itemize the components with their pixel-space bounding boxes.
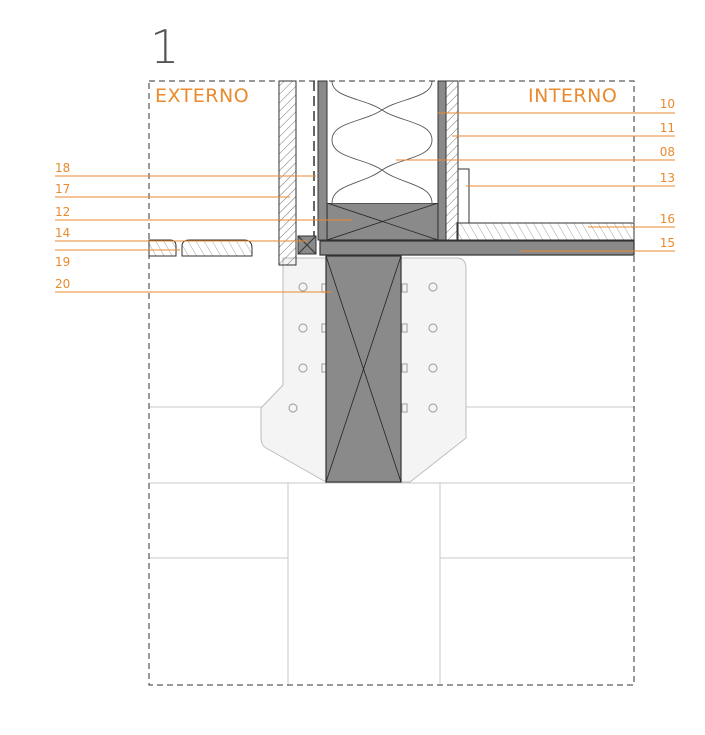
detail-boundary	[148, 80, 635, 686]
left-callouts	[55, 175, 352, 293]
callout-label-18: 18	[55, 161, 70, 175]
callout-label-08: 08	[660, 145, 675, 159]
external-paving	[148, 239, 253, 257]
callout-label-13: 13	[660, 171, 675, 185]
floor-finish	[456, 222, 635, 241]
callout-label-15: 15	[660, 236, 675, 250]
callout-label-10: 10	[660, 97, 675, 111]
section-number: 1	[150, 20, 180, 74]
callout-label-19: 19	[55, 255, 70, 269]
callout-label-11: 11	[660, 121, 675, 135]
callout-label-17: 17	[55, 182, 70, 196]
batten	[297, 235, 317, 255]
bottom-plate	[326, 202, 439, 241]
callout-label-16: 16	[660, 212, 675, 226]
external-board	[317, 80, 328, 241]
timber-post	[325, 255, 402, 483]
external-cladding	[278, 80, 297, 266]
callout-label-20: 20	[55, 277, 70, 291]
callout-label-12: 12	[55, 205, 70, 219]
right-callouts	[396, 112, 675, 252]
insulation	[327, 80, 438, 204]
callout-label-14: 14	[55, 226, 70, 240]
skirting-board	[457, 168, 470, 224]
floor-slab	[319, 240, 635, 256]
internal-side-label: INTERNO	[528, 85, 618, 107]
external-side-label: EXTERNO	[155, 85, 250, 107]
